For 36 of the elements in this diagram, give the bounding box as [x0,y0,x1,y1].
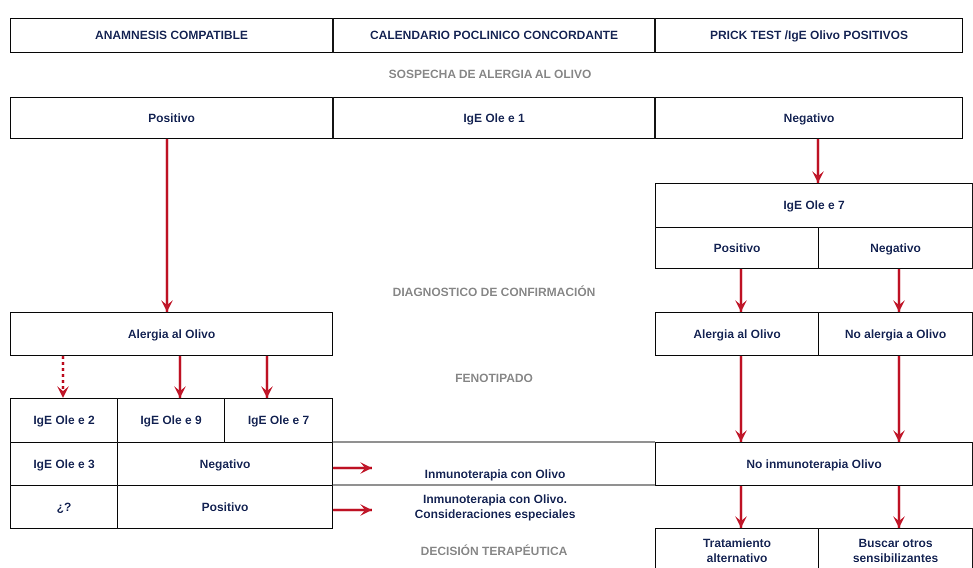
section-heading: DECISIÓN TERAPÉUTICA [420,544,568,558]
process-box: Negativo [818,227,973,269]
header-cell: ANAMNESIS COMPATIBLE [10,18,333,53]
arrow [893,269,905,312]
process-box: IgE Ole e 2 [10,398,118,443]
process-box: IgE Ole e 7 [224,398,333,443]
section-heading: DIAGNOSTICO DE CONFIRMACIÓN [392,285,596,299]
arrow [893,486,905,528]
arrow [174,356,186,398]
arrow [333,462,372,474]
arrow [893,356,905,442]
arrow [261,356,273,398]
arrow [735,269,747,312]
header-cell: CALENDARIO POCLINICO CONCORDANTE [333,18,655,53]
process-box: Alergia al Olivo [655,312,819,356]
section-heading: FENOTIPADO [455,371,533,385]
process-box: ¿? [10,485,118,529]
arrow [333,504,372,516]
arrow [735,486,747,528]
process-box: No inmunoterapia Olivo [655,442,973,486]
process-box: Alergia al Olivo [10,312,333,356]
process-box: Positivo [655,227,819,269]
process-box: Negativo [655,97,963,139]
process-box: Positivo [117,485,333,529]
process-box: Buscar otros sensibilizantes [818,528,973,568]
arrow [735,356,747,442]
arrow [57,356,69,398]
header-cell: PRICK TEST /IgE Olivo POSITIVOS [655,18,963,53]
arrow [812,139,824,183]
process-box: IgE Ole e 1 [333,97,655,139]
arrow [161,139,173,312]
process-box: No alergia a Olivo [818,312,973,356]
process-box: Tratamiento alternativo [655,528,819,568]
section-heading: SOSPECHA DE ALERGIA AL OLIVO [388,67,592,81]
process-box: IgE Ole e 7 [655,183,973,228]
process-box: Positivo [10,97,333,139]
